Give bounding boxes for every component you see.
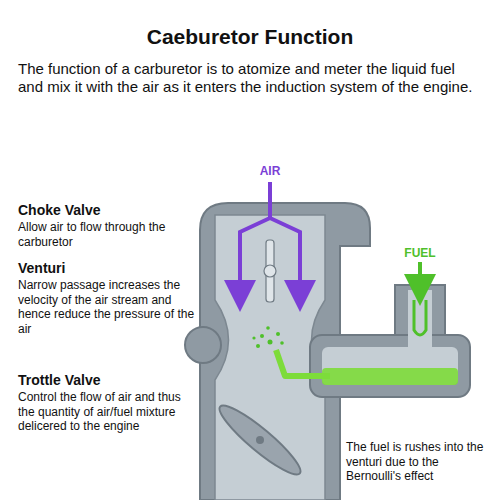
air-flow [240, 182, 300, 296]
part-name: Trottle Valve [18, 372, 196, 389]
choke-valve [264, 240, 276, 302]
intro-text: The function of a carburetor is to atomi… [18, 60, 484, 97]
part-description: Control the flow of air and thus the qua… [18, 390, 196, 434]
fuel-flow [252, 262, 420, 376]
air-label: AIR [250, 164, 290, 179]
diagram-title: Caeburetor Function [0, 24, 500, 50]
part-name: Choke Valve [18, 202, 196, 219]
fuel-bowl [310, 285, 470, 397]
note-text: The fuel is rushes into the venturi due … [346, 440, 494, 484]
part-name: Venturi [18, 260, 196, 277]
throttle-valve [213, 398, 307, 482]
fuel-label: FUEL [395, 246, 445, 261]
part-description: Narrow passage increases the velocity of… [18, 278, 196, 337]
part-description: Allow air to flow through the carburetor [18, 220, 196, 249]
